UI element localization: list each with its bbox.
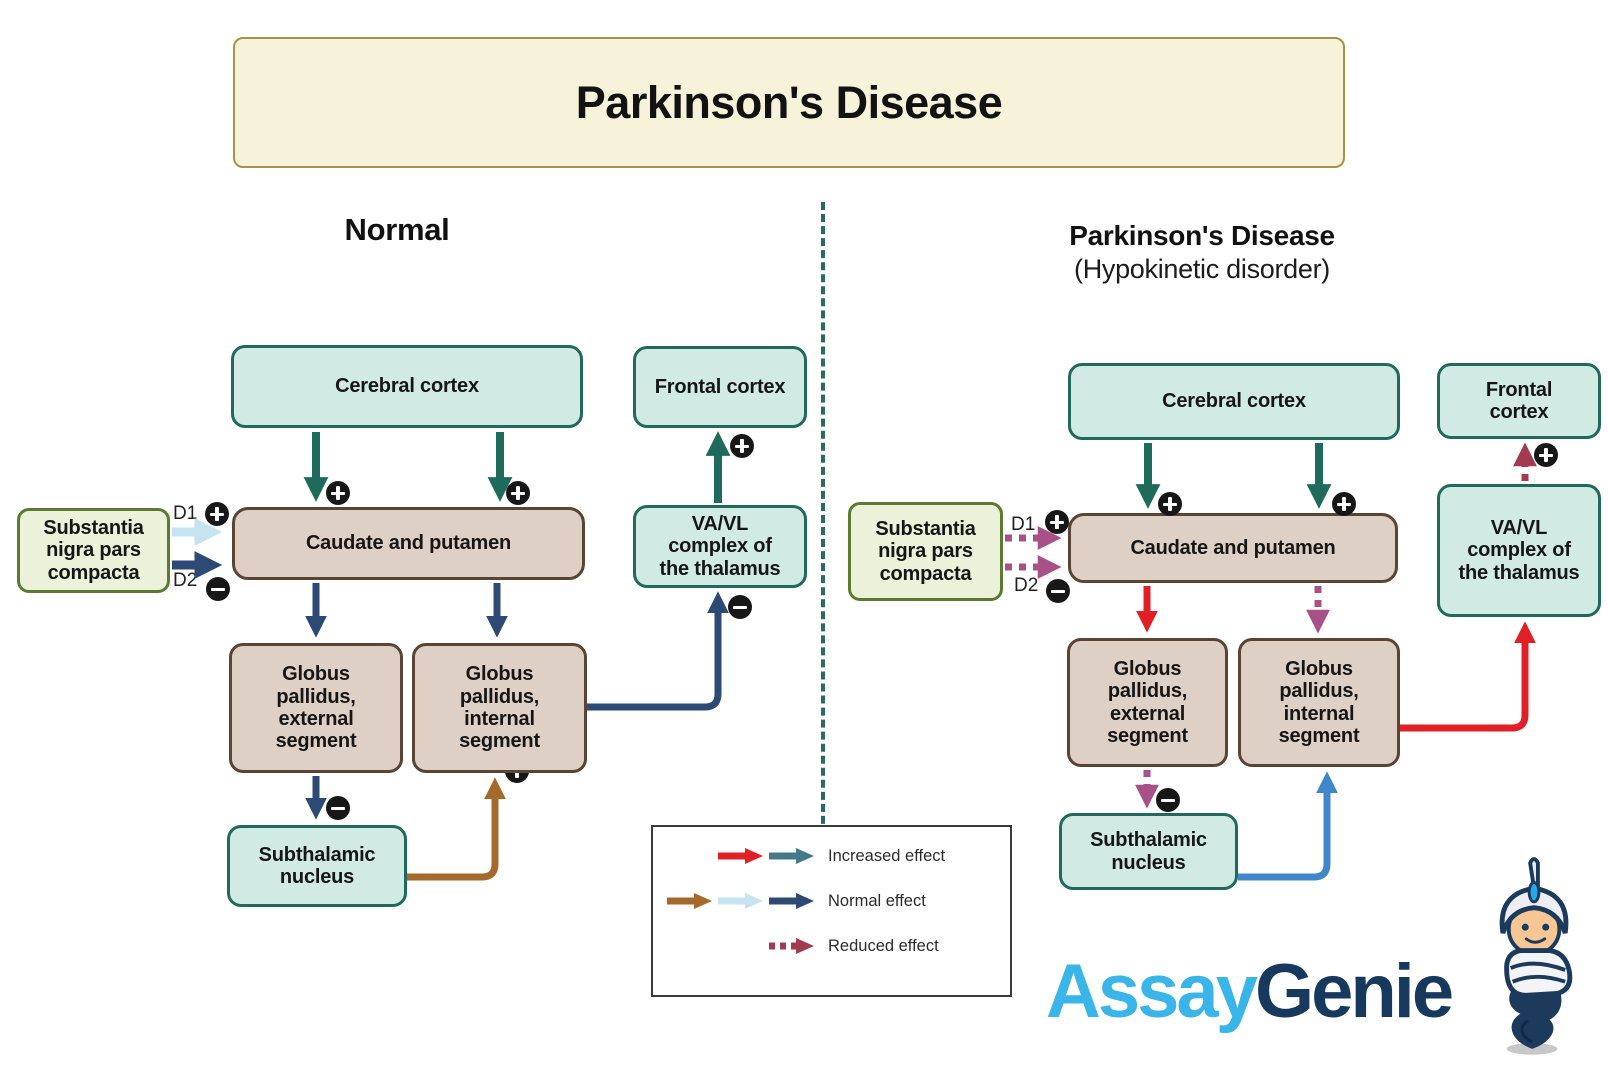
box-gp-internal-right: Globus pallidus, internal segment (1238, 638, 1400, 767)
legend-row-normal: Normal effect (653, 883, 1010, 919)
d2-label-left: D2 (173, 570, 198, 591)
legend-arrows-normal (653, 892, 815, 910)
reduced-maroon-dashed-arrow-icon (769, 938, 814, 954)
box-cerebral-cortex-left: Cerebral cortex (231, 345, 583, 428)
legend-row-reduced: Reduced effect (653, 928, 1010, 964)
logo-genie-text: Genie (1254, 949, 1454, 1034)
box-caudate-putamen-left: Caudate and putamen (232, 507, 585, 580)
plus-badge (506, 481, 530, 505)
box-subthalamic-left: Subthalamic nucleus (227, 825, 407, 907)
box-cerebral-cortex-right: Cerebral cortex (1068, 363, 1400, 440)
page-title: Parkinson's Disease (575, 76, 1003, 128)
genie-mascot-icon (1499, 857, 1573, 1055)
plus-badge (1332, 492, 1356, 516)
d1-label-left: D1 (173, 503, 198, 524)
minus-badge (1046, 579, 1070, 603)
plus-badge (730, 434, 754, 458)
box-gp-external-right: Globus pallidus, external segment (1067, 638, 1228, 767)
plus-badge (1045, 510, 1069, 534)
legend-label-reduced: Reduced effect (828, 936, 939, 955)
minus-badge (206, 577, 230, 601)
plus-badge (1158, 492, 1182, 516)
minus-badge (326, 796, 350, 820)
heading-normal: Normal (344, 212, 450, 247)
box-gp-internal-left: Globus pallidus, internal segment (412, 643, 587, 773)
normal-lightblue-arrow-icon (718, 893, 763, 909)
box-caudate-putamen-right: Caudate and putamen (1068, 513, 1398, 583)
plus-badge (205, 502, 229, 526)
normal-navy-arrow-icon (769, 893, 814, 909)
legend-arrows-reduced (653, 937, 815, 955)
arrow-stn-gpi-left (407, 777, 506, 881)
increased-red-arrow-icon (718, 848, 763, 864)
arrow-gpi-thalamus-left (587, 591, 729, 711)
increased-teal-arrow-icon (769, 848, 814, 864)
plus-badge (326, 481, 350, 505)
legend-arrows-increased (653, 847, 815, 865)
arrow-stn-gpi-right-increased (1238, 771, 1338, 881)
box-substantia-nigra-left: Substantia nigra pars compacta (17, 508, 170, 593)
legend-label-increased: Increased effect (828, 846, 946, 865)
arrow-gpi-thalamus-right-increased (1400, 621, 1536, 732)
box-subthalamic-right: Subthalamic nucleus (1059, 813, 1238, 890)
divider-dashed-line (821, 202, 825, 848)
plus-badge (1534, 443, 1558, 467)
box-gp-external-left: Globus pallidus, external segment (229, 643, 403, 773)
heading-hypokinetic: (Hypokinetic disorder) (1074, 254, 1330, 284)
legend-label-normal: Normal effect (828, 891, 926, 910)
box-vavl-thalamus-left: VA/VL complex of the thalamus (633, 505, 807, 588)
assaygenie-logo: AssayGenie (1046, 948, 1454, 1035)
normal-brown-arrow-icon (667, 893, 712, 909)
minus-badge (1156, 788, 1180, 812)
box-frontal-cortex-right: Frontal cortex (1437, 363, 1601, 439)
legend-box: Increased effect Normal effect Reduced e… (651, 825, 1012, 997)
heading-parkinsons: Parkinson's Disease (1069, 220, 1335, 251)
box-vavl-thalamus-right: VA/VL complex of the thalamus (1437, 484, 1601, 617)
logo-assay-text: Assay (1046, 949, 1258, 1034)
legend-row-increased: Increased effect (653, 838, 1010, 874)
box-frontal-cortex-left: Frontal cortex (633, 346, 807, 428)
minus-badge (728, 595, 752, 619)
box-substantia-nigra-right: Substantia nigra pars compacta (848, 502, 1003, 601)
d1-label-right: D1 (1011, 514, 1036, 535)
title-box: Parkinson's Disease (233, 37, 1345, 168)
d2-label-right: D2 (1014, 575, 1039, 596)
